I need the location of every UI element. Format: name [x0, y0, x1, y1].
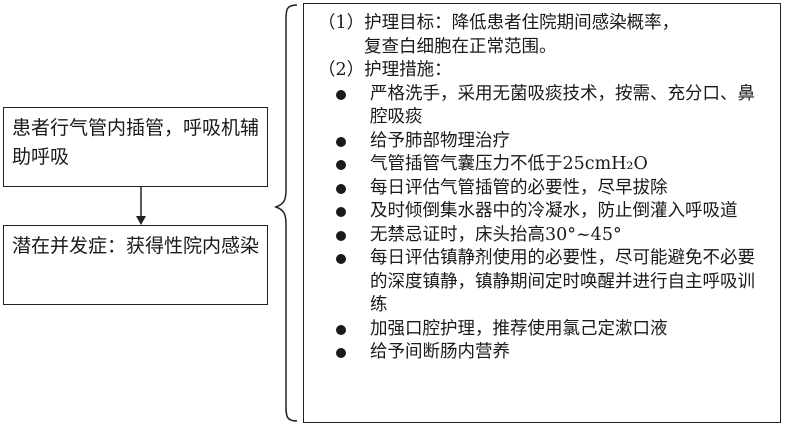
bullet-icon	[336, 89, 346, 100]
measure-item: 严格洗手，采用无菌吸痰技术，按需、充分口、鼻腔吸痰	[318, 83, 770, 130]
bullet-icon	[336, 348, 346, 358]
goal-heading: （1）护理目标：降低患者住院期间感染概率，	[318, 13, 680, 33]
measures-list: 严格洗手，采用无菌吸痰技术，按需、充分口、鼻腔吸痰 给予肺部物理治疗 气管插管气…	[318, 83, 770, 365]
measure-item: 气管插管气囊压力不低于25cmH₂O	[318, 153, 770, 177]
complication-box: 潜在并发症：获得性院内感染	[3, 225, 268, 305]
measures-heading: （2）护理措施：	[318, 60, 452, 80]
measure-item: 无禁忌证时，床头抬高30°~45°	[318, 224, 770, 248]
measure-item: 给予肺部物理治疗	[318, 130, 770, 154]
measure-item: 给予间断肠内营养	[318, 341, 770, 365]
bullet-icon	[336, 136, 346, 147]
complication-text: 潜在并发症：获得性院内感染	[12, 235, 260, 257]
bullet-icon	[336, 183, 346, 194]
bullet-icon	[336, 254, 346, 264]
situation-text: 患者行气管内插管，呼吸机辅助呼吸	[12, 117, 260, 168]
bullet-icon	[336, 324, 346, 335]
bullet-icon	[336, 230, 346, 241]
measure-item: 加强口腔护理，推荐使用氯己定漱口液	[318, 318, 770, 342]
goal-continuation: 复查白细胞在正常范围。	[364, 36, 557, 57]
bullet-icon	[336, 207, 346, 217]
bullet-icon	[336, 160, 346, 170]
situation-box: 患者行气管内插管，呼吸机辅助呼吸	[3, 107, 268, 187]
measure-item: 每日评估气管插管的必要性，尽早拔除	[318, 177, 770, 201]
measure-item: 每日评估镇静剂使用的必要性，尽可能避免不必要的深度镇静，镇静期间定时唤醒并进行自…	[318, 247, 770, 318]
curly-brace	[273, 4, 298, 422]
measure-item: 及时倾倒集水器中的冷凝水，防止倒灌入呼吸道	[318, 200, 770, 224]
down-arrow-head	[136, 216, 146, 225]
nursing-plan-box: （1）护理目标：降低患者住院期间感染概率， 复查白细胞在正常范围。 （2）护理措…	[303, 3, 781, 423]
